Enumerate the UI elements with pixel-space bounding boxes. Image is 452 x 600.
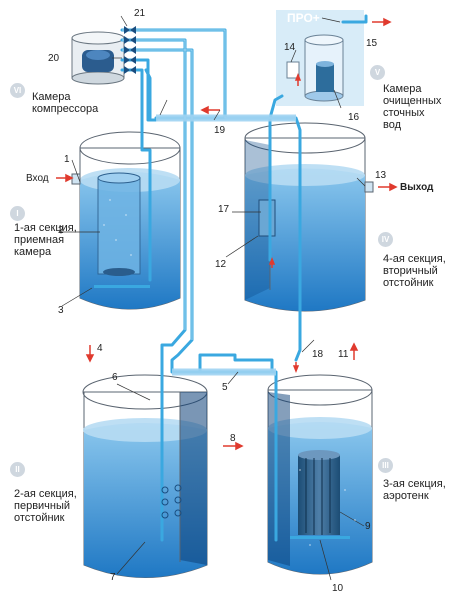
tank4-baffle [258,199,276,237]
tank3-aerator [290,536,350,539]
compressor-chamber [71,31,125,85]
tank-section-2 [82,374,208,578]
callout-10: 10 [332,583,344,594]
section1-label: 1-ая секция, приемная камера [14,222,77,258]
callout-20: 20 [48,53,60,64]
callout-11: 11 [338,349,349,360]
callout-15: 15 [366,38,378,49]
section2-label: 2-ая секция, первичный отстойник [14,488,77,524]
tank-section-4 [244,122,366,312]
callout-8: 8 [230,433,236,444]
leader-lines [60,15,366,581]
bio-loading-cylinder [298,455,340,535]
callout-1: 1 [64,154,70,165]
callout-14: 14 [284,42,296,53]
inlet-nozzle [71,173,81,185]
callout-18: 18 [312,349,324,360]
callout-6: 6 [112,372,118,383]
outlet-nozzle [364,181,374,193]
treated-water-chamber [286,34,344,102]
tank2-water [84,423,207,578]
outlet-label: Выход [400,182,434,193]
section4-label: 4-ая секция, вторичный отстойник [383,253,446,289]
callout-5: 5 [222,382,228,393]
roman-badge-ii: II [10,462,25,477]
inlet-label: Вход [26,173,49,184]
tank-section-3 [267,374,373,575]
roman-badge-iv: IV [378,232,393,247]
callout-9: 9 [365,521,371,532]
roman-badge-i: I [10,206,25,221]
tank-section-1 [79,131,181,310]
callout-13: 13 [375,170,387,181]
callout-16: 16 [348,112,360,123]
callout-17: 17 [218,204,230,215]
valve-group [124,26,136,74]
aeration-holes [161,484,182,519]
tank1-aerator [94,285,150,288]
callout-3: 3 [58,305,64,316]
callout-4: 4 [97,343,103,354]
flow-arrows [56,17,398,451]
callout-12: 12 [215,259,227,270]
roman-badge-iii: III [378,458,393,473]
callout-2: 2 [58,225,64,236]
tank1-inner-cylinder [97,177,141,275]
compressor-label: Камера компрессора [32,91,99,115]
callout-7: 7 [110,572,116,583]
roman-badge-v: V [370,65,385,80]
callout-19: 19 [214,125,226,136]
treated-water-label: Камера очищенных сточных вод [383,83,442,131]
roman-badge-vi: VI [10,83,25,98]
section3-label: 3-ая секция, аэротенк [383,478,446,502]
pro-plus-label: ПРО+ [287,11,320,25]
callout-21: 21 [134,8,146,19]
